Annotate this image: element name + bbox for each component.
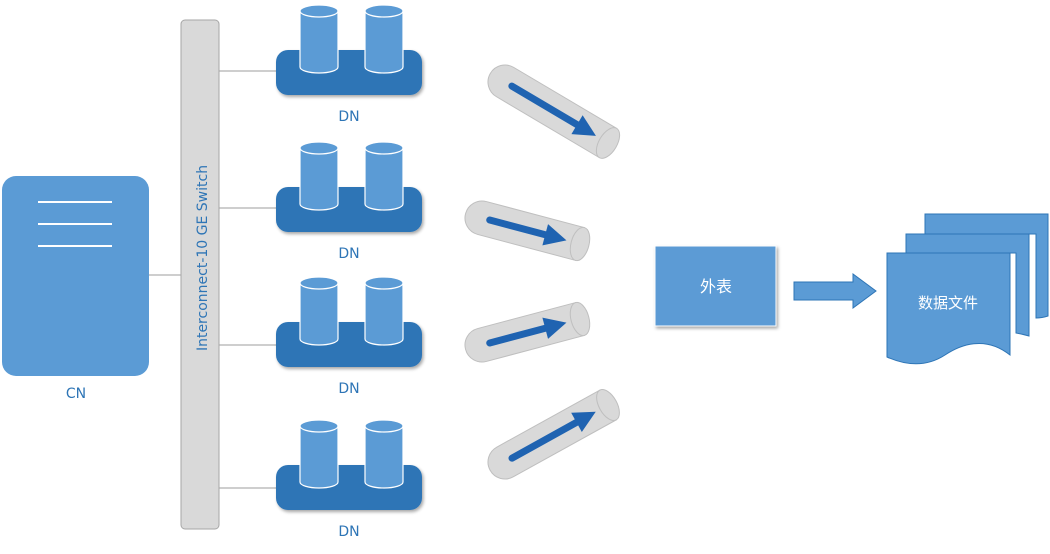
arrow-icon — [486, 317, 567, 347]
database-cylinder-icon — [299, 276, 339, 346]
switch: Interconnect-10 GE Switch — [180, 19, 220, 530]
cn-node: CN — [2, 176, 149, 402]
database-cylinder-icon — [299, 419, 339, 489]
dn-node: DN — [276, 141, 422, 262]
cn-label: CN — [66, 386, 86, 402]
document-middle-icon — [905, 233, 1030, 337]
pipe — [464, 301, 591, 363]
dn-label: DN — [338, 524, 359, 540]
dn-label: DN — [338, 246, 359, 262]
pipe — [487, 64, 621, 159]
database-cylinder-icon — [299, 141, 339, 211]
pipe — [464, 200, 591, 262]
database-cylinder-icon — [364, 419, 404, 489]
dn-node: DN — [276, 419, 422, 540]
pipe — [487, 389, 620, 480]
database-cylinder-icon — [364, 276, 404, 346]
block-arrow-icon — [793, 273, 877, 309]
arrow-icon — [508, 82, 596, 136]
dn-node: DN — [276, 276, 422, 397]
database-cylinder-icon — [299, 4, 339, 74]
switch-bar — [180, 19, 220, 530]
external-table-box — [654, 245, 777, 327]
arrow-icon — [508, 411, 596, 462]
arrow-icon — [486, 216, 567, 246]
data-nodes: DN DN DN DN — [276, 4, 422, 540]
dn-label: DN — [338, 109, 359, 125]
document-back-icon — [924, 213, 1049, 319]
document-front-icon — [886, 252, 1011, 365]
dn-label: DN — [338, 381, 359, 397]
external-table: 外表 — [654, 245, 777, 327]
cn-server-icon — [2, 176, 149, 376]
data-files-label: 数据文件 — [918, 294, 978, 312]
dn-node: DN — [276, 4, 422, 125]
data-files: 数据文件 — [886, 213, 1049, 365]
switch-label: Interconnect-10 GE Switch — [195, 165, 211, 351]
external-table-label: 外表 — [700, 277, 732, 296]
connector-lines — [149, 70, 276, 489]
data-pipes — [464, 64, 621, 480]
database-cylinder-icon — [364, 141, 404, 211]
database-cylinder-icon — [364, 4, 404, 74]
